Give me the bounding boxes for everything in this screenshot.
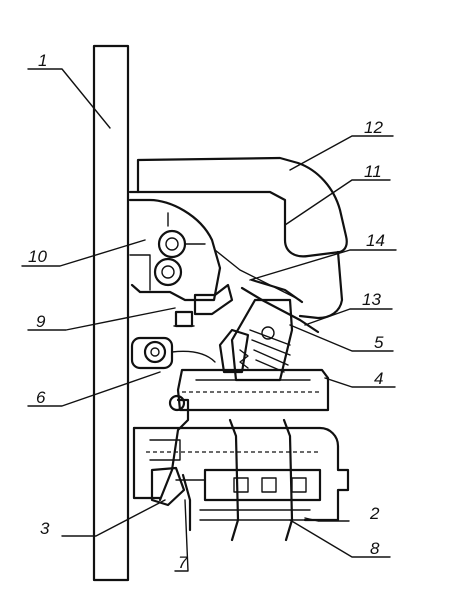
label-13: 13 — [362, 290, 381, 309]
label-5: 5 — [374, 333, 384, 352]
callout-labels: 1 2 3 4 5 6 7 8 9 10 11 12 13 14 — [28, 51, 385, 572]
label-4: 4 — [374, 369, 383, 388]
label-10: 10 — [28, 247, 47, 266]
part-10-rollers — [128, 198, 222, 302]
part-2-frame — [132, 426, 350, 522]
label-8: 8 — [370, 539, 380, 558]
label-9: 9 — [36, 312, 46, 331]
leader-lines — [21, 68, 397, 572]
label-3: 3 — [40, 519, 50, 538]
part-14-lever — [240, 278, 320, 334]
part-8-contacts — [199, 418, 322, 542]
label-2: 2 — [369, 504, 380, 523]
label-14: 14 — [366, 231, 385, 250]
part-6-roller — [130, 336, 216, 370]
part-11-housing-body — [128, 190, 344, 320]
label-12: 12 — [364, 118, 383, 137]
part-1-panel — [92, 44, 130, 582]
part-3-latch — [150, 466, 206, 507]
label-1: 1 — [38, 51, 47, 70]
label-7: 7 — [178, 553, 188, 572]
part-4-plate — [176, 368, 330, 412]
label-11: 11 — [364, 162, 382, 181]
part-12-housing-top — [136, 156, 348, 258]
part-7-pin — [158, 394, 192, 532]
part-9-bracket — [173, 283, 234, 328]
part-5-spring — [218, 328, 250, 374]
label-6: 6 — [36, 388, 46, 407]
